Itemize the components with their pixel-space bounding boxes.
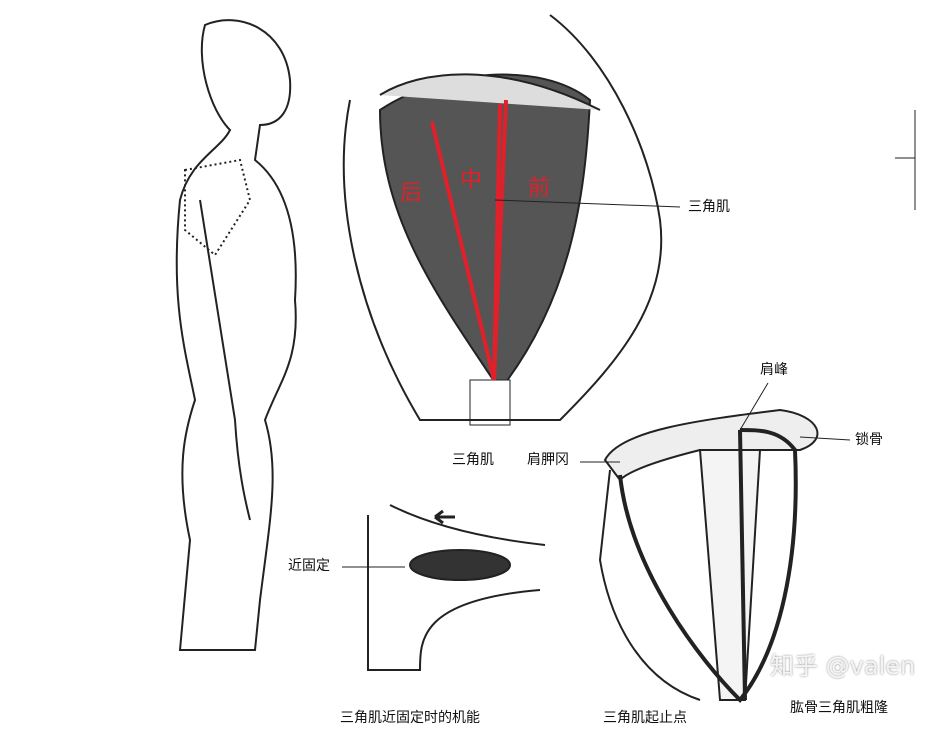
deltoid-callout: 三角肌 [688,199,730,215]
acromion-label: 肩峰 [760,362,788,378]
skeleton-view [580,382,851,703]
front-line [492,103,502,381]
rear-line [430,121,496,381]
deltoid-tuberosity-label: 肱骨三角肌粗隆 [790,700,888,716]
rear-label: 后 [400,181,423,206]
deltoid-muscle-view [342,14,681,426]
origin-insertion-caption: 三角肌起止点 [603,710,687,726]
proximal-fixation-view [342,504,546,671]
clavicle-label: 锁骨 [855,432,883,448]
proximal-fixation-label: 近固定 [288,558,330,574]
scapular-spine-label: 肩胛冈 [527,452,569,468]
partial-figure-edge [895,110,916,210]
front-label: 前 [528,176,551,201]
middle-label: 中 [460,168,483,193]
watermark: 知乎 @valen [770,652,916,680]
side-figure [175,19,297,651]
deltoid-caption: 三角肌 [452,452,494,468]
function-caption: 三角肌近固定时的机能 [340,710,480,726]
